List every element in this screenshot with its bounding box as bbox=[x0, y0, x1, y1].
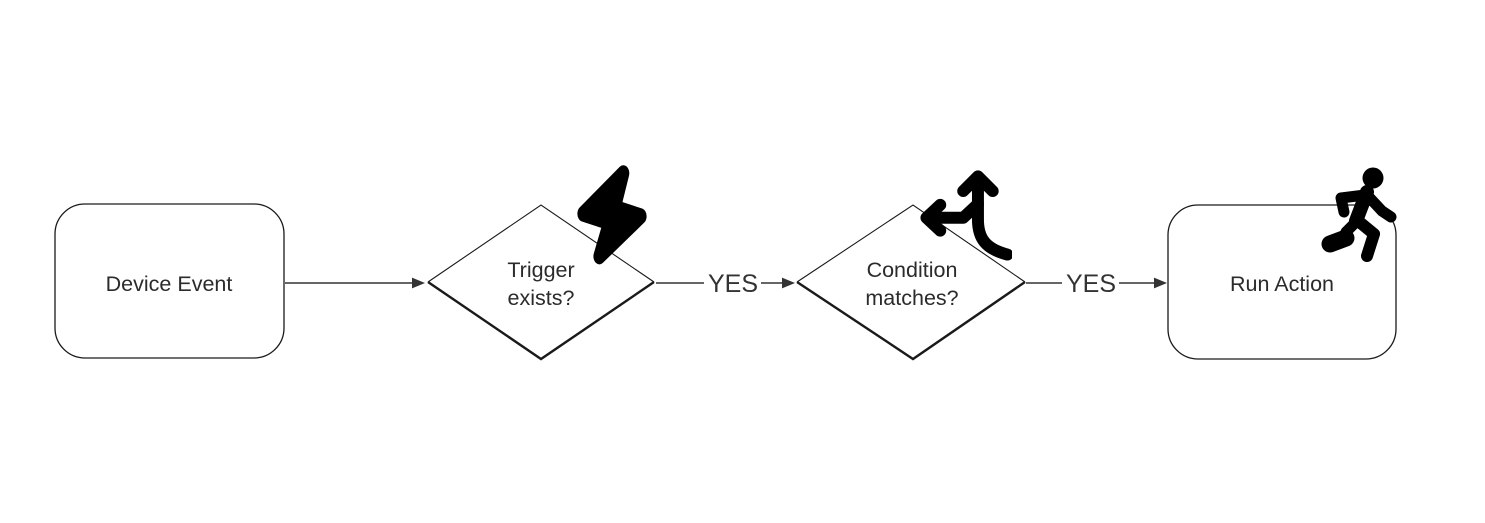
arrowhead-icon bbox=[782, 277, 795, 289]
node-condition-matches: Condition matches? bbox=[796, 204, 1026, 361]
run-action-label: Run Action bbox=[1230, 272, 1334, 296]
edge-yes-label-1: YES bbox=[708, 270, 758, 298]
edge-trigger-to-condition: YES bbox=[656, 270, 795, 298]
trigger-exists-label-line1: Trigger bbox=[507, 258, 574, 282]
device-event-shape bbox=[54, 203, 285, 359]
node-device-event: Device Event bbox=[54, 203, 285, 359]
arrowhead-icon bbox=[1154, 277, 1167, 289]
person-running-icon bbox=[1321, 167, 1397, 262]
edge-device-event-to-trigger bbox=[285, 277, 425, 289]
condition-matches-label-line1: Condition bbox=[867, 258, 958, 282]
edge-condition-to-action: YES bbox=[1026, 270, 1167, 298]
condition-diamond-bottom-edges bbox=[796, 281, 1026, 361]
trigger-diamond-bottom-edges bbox=[427, 281, 655, 361]
device-event-label: Device Event bbox=[106, 272, 233, 296]
directions-split-icon bbox=[920, 170, 1012, 261]
arrowhead-icon bbox=[412, 277, 425, 289]
lightning-bolt-icon bbox=[577, 165, 647, 265]
trigger-exists-label-line2: exists? bbox=[508, 286, 575, 310]
edge-yes-label-2: YES bbox=[1066, 270, 1116, 298]
condition-diamond-top-edges bbox=[796, 204, 1026, 283]
condition-matches-label-line2: matches? bbox=[865, 286, 958, 310]
